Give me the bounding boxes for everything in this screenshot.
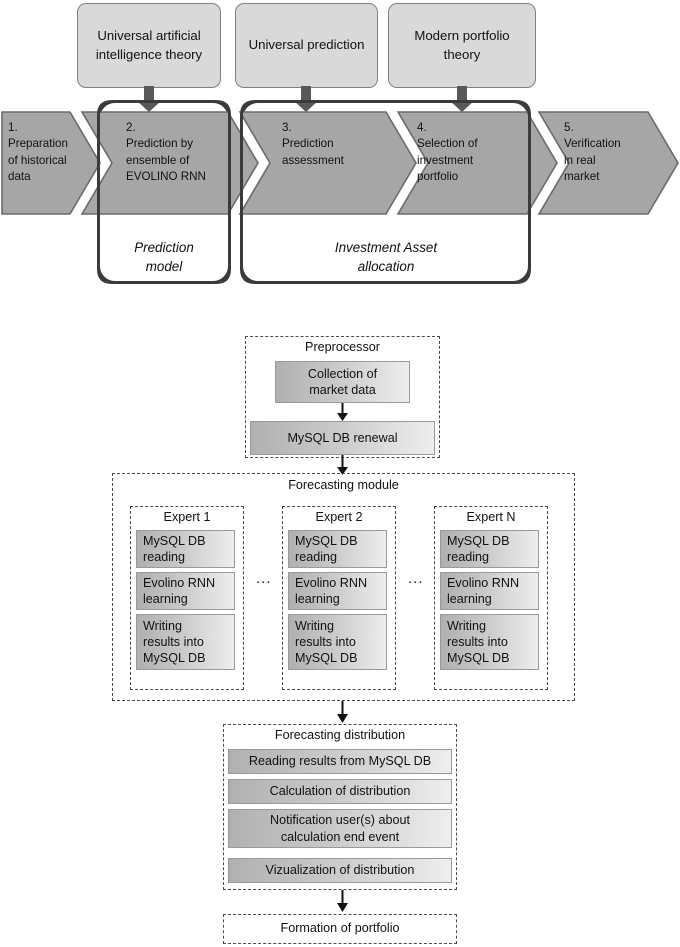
- theory-box-modern-portfolio: Modern portfolio theory: [388, 3, 536, 88]
- expert-n-step-write: Writing results into MySQL DB: [440, 614, 539, 670]
- expert-title-1: Expert 1: [163, 510, 211, 524]
- step-body-4: Selection of investment portfolio: [417, 137, 478, 184]
- expert-2-step-write: Writing results into MySQL DB: [288, 614, 387, 670]
- step-number-5: 5.: [564, 121, 574, 134]
- formation-container: [223, 914, 457, 944]
- distribution-step-notification: Notification user(s) about calculation e…: [228, 809, 452, 848]
- step-number-4: 4.: [417, 121, 427, 134]
- step-label-2: 2. Prediction by ensemble of EVOLINO RNN: [126, 120, 226, 186]
- step-label-5: 5. Verification in real market: [564, 120, 656, 186]
- step-body-5: Verification in real market: [564, 137, 621, 184]
- expert-n-step-read: MySQL DB reading: [440, 530, 539, 568]
- step-label-3: 3. Prediction assessment: [282, 120, 376, 169]
- expert-container-n: [434, 506, 548, 690]
- step-label-4: 4. Selection of investment portfolio: [417, 120, 509, 186]
- preprocessor-title: Preprocessor: [305, 340, 380, 354]
- theory-box-universal-ai: Universal artificial intelligence theory: [77, 3, 221, 88]
- arrow-down-icon-preprocessor-to-module: [337, 455, 348, 475]
- arrow-down-icon-module-to-distribution: [337, 701, 348, 723]
- expert-1-step-read: MySQL DB reading: [136, 530, 235, 568]
- arrow-down-icon-preprocessor-inner: [337, 403, 348, 421]
- step-body-1: Preparation of historical data: [8, 137, 68, 184]
- forecasting-module-title: Forecasting module: [288, 478, 399, 492]
- distribution-step-calculation: Calculation of distribution: [228, 779, 452, 804]
- theory-box-universal-prediction: Universal prediction: [235, 3, 378, 88]
- expert-2-step-read: MySQL DB reading: [288, 530, 387, 568]
- preprocessor-step-collection: Collection of market data: [275, 361, 410, 403]
- distribution-step-reading: Reading results from MySQL DB: [228, 749, 452, 774]
- group-label-investment-allocation: Investment Asset allocation: [334, 240, 438, 275]
- forecasting-distribution-container: [223, 724, 457, 890]
- expert-1-step-write: Writing results into MySQL DB: [136, 614, 235, 670]
- step-body-3: Prediction assessment: [282, 137, 344, 167]
- step-label-1: 1. Preparation of historical data: [8, 120, 86, 186]
- expert-n-step-learn: Evolino RNN learning: [440, 572, 539, 610]
- forecasting-module-container: [112, 473, 575, 701]
- step-number-2: 2.: [126, 121, 136, 134]
- group-label-prediction-model: Prediction model: [134, 240, 194, 275]
- experts-ellipsis-1: ...: [256, 570, 272, 587]
- expert-2-step-learn: Evolino RNN learning: [288, 572, 387, 610]
- preprocessor-step-mysql-renewal: MySQL DB renewal: [250, 421, 435, 455]
- step-number-1: 1.: [8, 121, 18, 134]
- expert-container-1: [130, 506, 244, 690]
- arrow-down-icon-distribution-to-formation: [337, 890, 348, 912]
- expert-container-2: [282, 506, 396, 690]
- step-number-3: 3.: [282, 121, 292, 134]
- step-body-2: Prediction by ensemble of EVOLINO RNN: [126, 137, 206, 184]
- experts-ellipsis-2: ...: [408, 570, 424, 587]
- distribution-step-vizualization: Vizualization of distribution: [228, 858, 452, 883]
- forecasting-distribution-title: Forecasting distribution: [274, 728, 406, 742]
- formation-title: Formation of portfolio: [280, 921, 400, 935]
- expert-title-n: Expert N: [466, 510, 516, 524]
- expert-title-2: Expert 2: [315, 510, 363, 524]
- expert-1-step-learn: Evolino RNN learning: [136, 572, 235, 610]
